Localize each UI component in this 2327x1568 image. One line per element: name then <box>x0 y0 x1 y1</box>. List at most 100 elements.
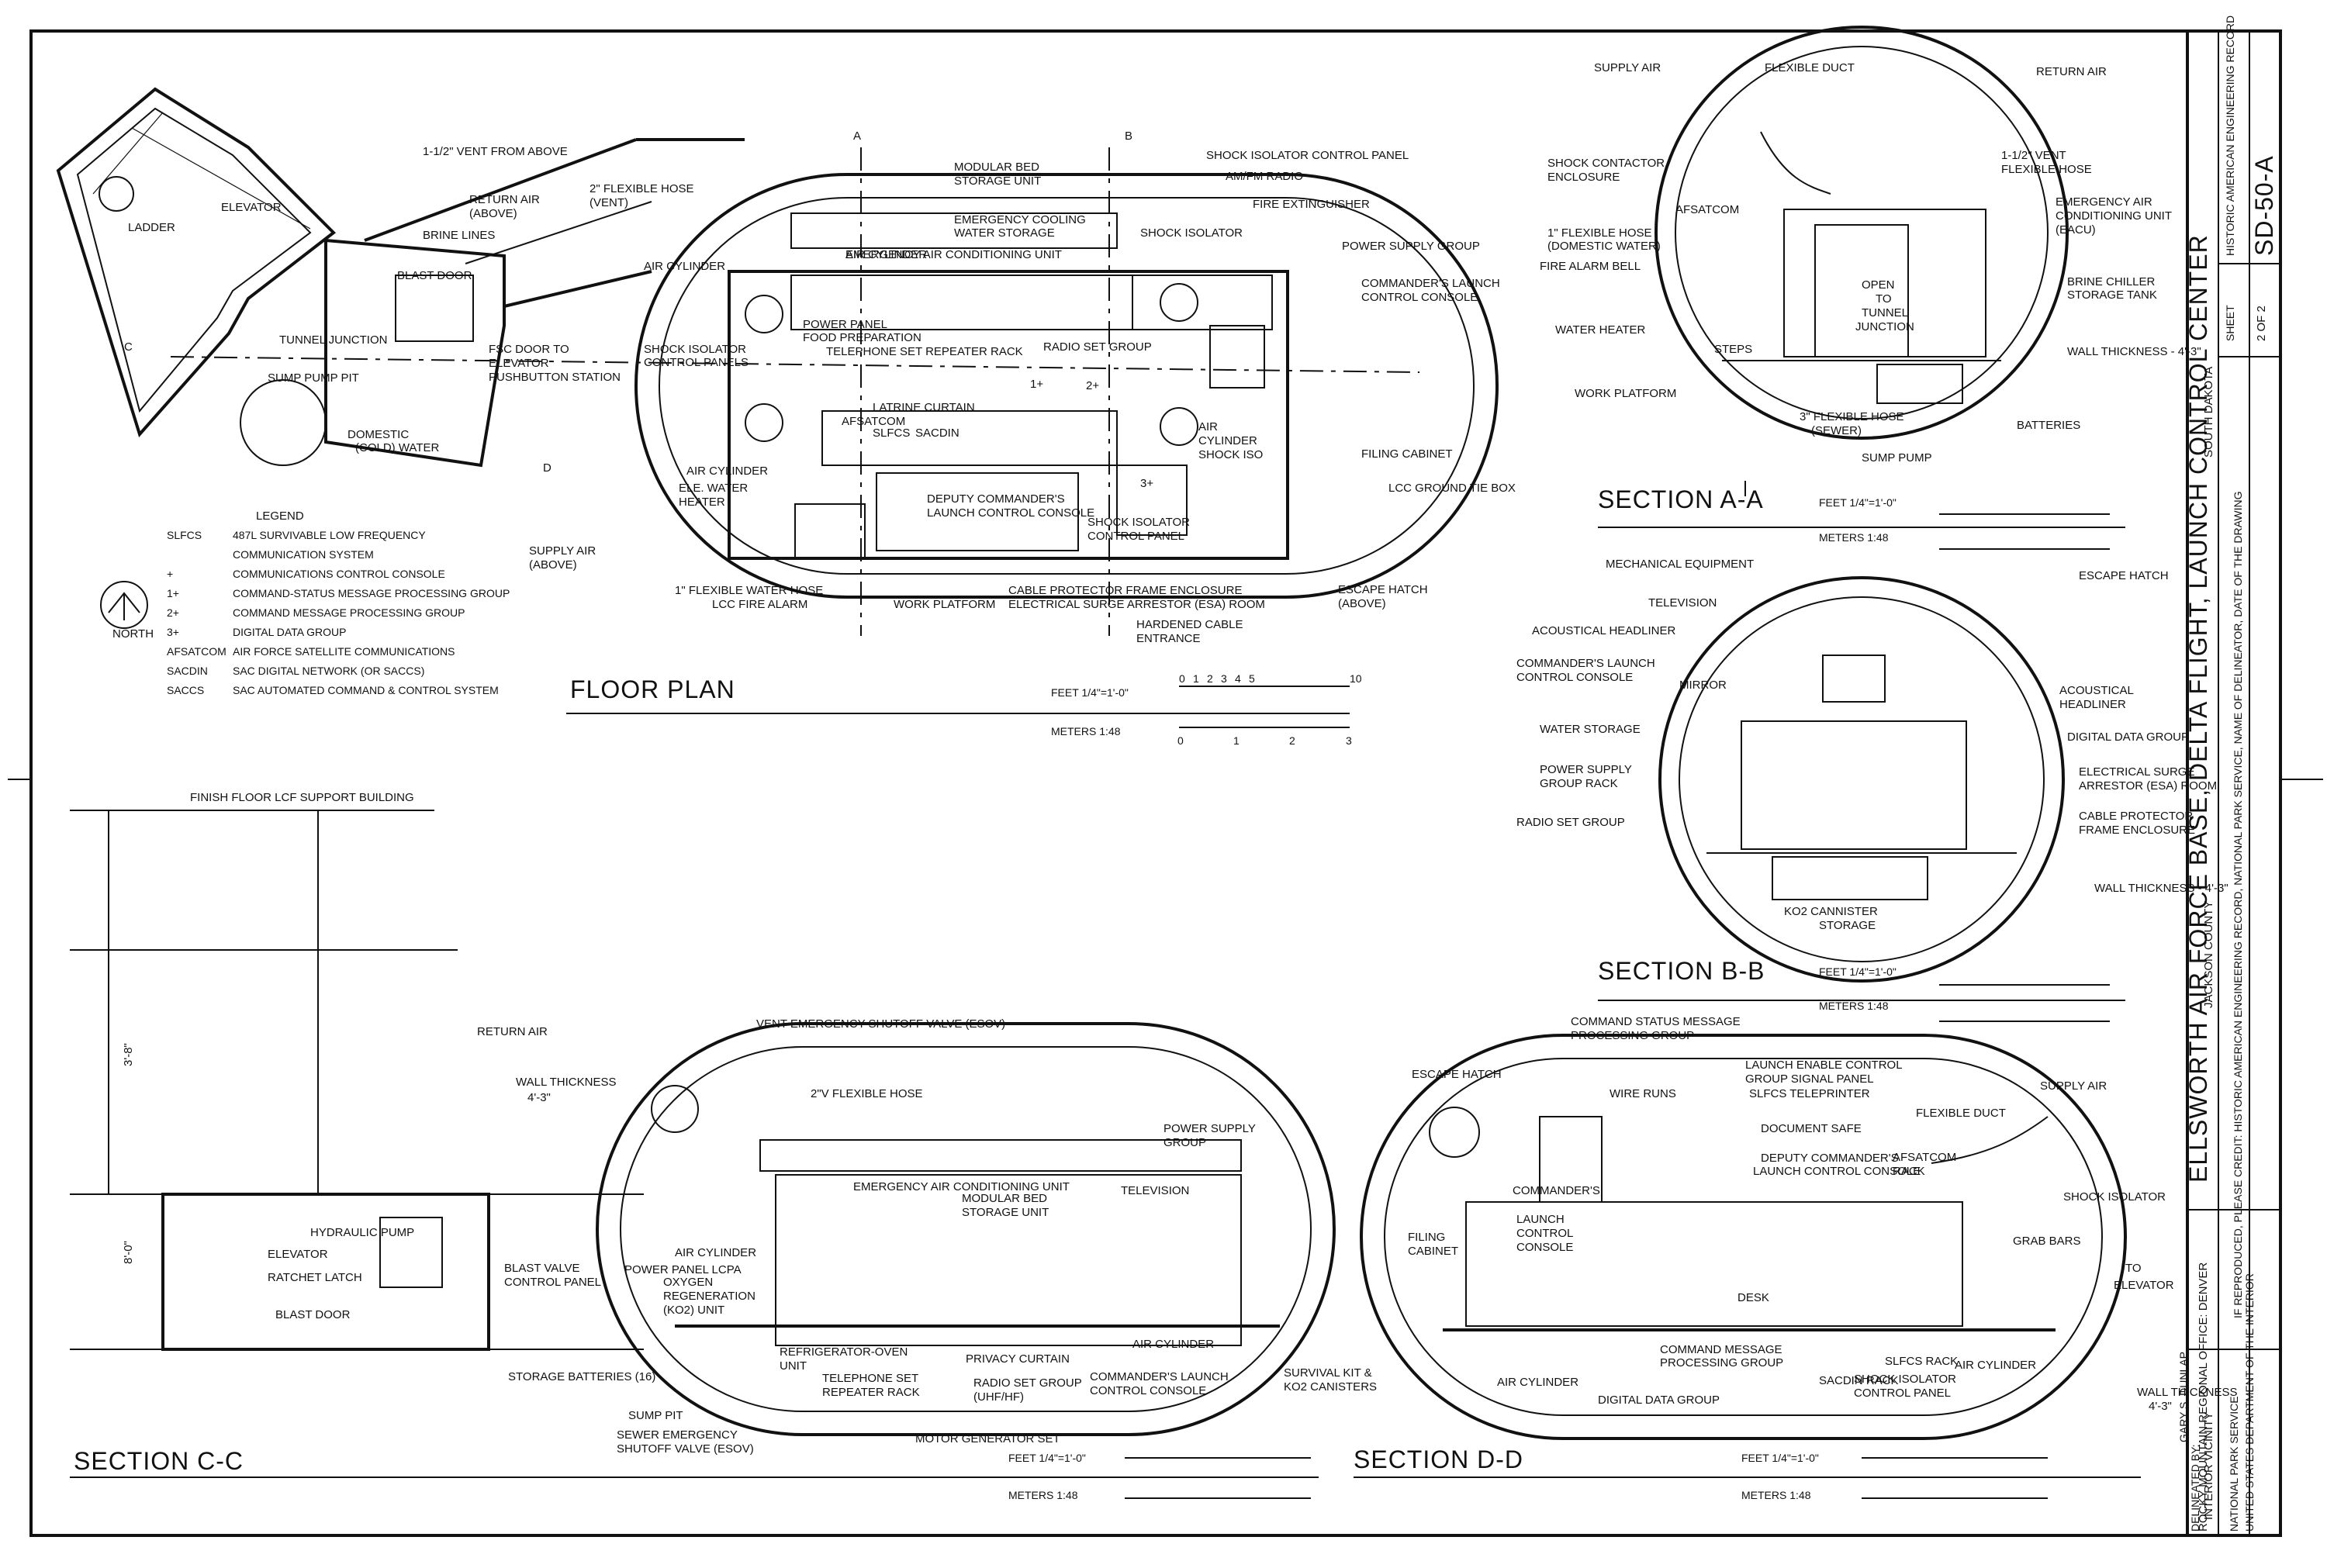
section-cc-title: SECTION C-C <box>74 1447 244 1475</box>
section-cc-label: PRIVACY CURTAIN <box>966 1352 1070 1366</box>
scale-tick-label: 2 <box>1289 734 1295 747</box>
floor-plan-label: FOOD PREPARATION <box>803 331 921 344</box>
floor-plan-label: ELEVATOR <box>221 201 282 214</box>
elevator-shaft-inner <box>76 107 312 413</box>
section-aa-scale-meters: METERS 1:48 <box>1819 531 1889 544</box>
section-dd-label: GROUP SIGNAL PANEL <box>1745 1072 1874 1086</box>
floor-plan-label: 1+ <box>1030 378 1043 391</box>
section-dd-label: ESCAPE HATCH <box>1412 1068 1502 1081</box>
section-dd-label: PROCESSING GROUP <box>1660 1356 1783 1369</box>
floor-plan-scale <box>566 686 1350 728</box>
floor-plan-label: (ABOVE) <box>529 558 577 572</box>
legend-desc: AIR FORCE SATELLITE COMMUNICATIONS <box>233 645 455 658</box>
floor-plan-label: LADDER <box>128 221 175 234</box>
section-cc-label: MODULAR BED <box>962 1192 1047 1205</box>
floor-plan-label: ENTRANCE <box>1136 632 1201 645</box>
section-dd-label: PROCESSING GROUP <box>1571 1029 1694 1042</box>
section-dd-label: CONSOLE <box>1516 1241 1573 1254</box>
floor-plan-label: SHOCK ISOLATOR <box>1087 516 1190 529</box>
legend-key: 2+ <box>167 606 179 619</box>
section-aa-label: FLEXIBLE HOSE <box>2001 163 2092 176</box>
section-dd-capsule-outer <box>1360 1034 2127 1440</box>
section-cc-label: POWER SUPPLY <box>1164 1122 1256 1135</box>
section-cc-label: TELEPHONE SET <box>822 1372 918 1385</box>
section-cc-label: RADIO SET GROUP <box>973 1376 1082 1390</box>
floor-plan-label: LCC FIRE ALARM <box>712 598 807 611</box>
floor-plan-label: CONTROL PANELS <box>644 356 749 369</box>
section-cc-label: CONTROL CONSOLE <box>1090 1384 1206 1397</box>
section-cc-label: BLAST VALVE <box>504 1262 580 1275</box>
section-dd-label: AIR CYLINDER <box>1955 1359 2036 1372</box>
floor-plan-label: BRINE LINES <box>423 229 495 242</box>
section-cc-capsule-outer <box>596 1022 1336 1436</box>
section-bb-label: GROUP RACK <box>1540 777 1618 790</box>
title-record-no: SD-50-A <box>2250 155 2278 256</box>
floor-plan-label: C <box>124 340 133 354</box>
title-location-right: SOUTH DAKOTA <box>2202 367 2215 458</box>
section-aa-title: SECTION A-A <box>1598 485 1764 513</box>
section-dd-label: AFSATCOM <box>1893 1151 1956 1164</box>
section-aa <box>1598 26 2125 550</box>
section-dd-label: WALL THICKNESS <box>2137 1386 2237 1399</box>
scale-tick-label: 5 <box>1249 672 1255 685</box>
section-bb-label: ACOUSTICAL HEADLINER <box>1532 624 1675 637</box>
section-bb-label: ELECTRICAL SURGE <box>2079 765 2194 779</box>
section-bb-label: POWER SUPPLY <box>1540 763 1632 776</box>
section-dd-title: SECTION D-D <box>1354 1445 1523 1473</box>
section-aa-outer <box>1654 26 2069 440</box>
section-bb-label: CABLE PROTECTOR <box>2079 810 2193 823</box>
title-delineated-label: DELINEATED BY: <box>2189 1444 2201 1532</box>
title-sheet-label: SHEET <box>2224 305 2236 341</box>
section-cc-label: GROUP <box>1164 1136 1206 1149</box>
section-dd-label: SLFCS RACK <box>1885 1355 1958 1368</box>
section-dd-capsule-inner <box>1384 1058 2103 1416</box>
floor-plan-label: LCC GROUND TIE BOX <box>1388 482 1516 495</box>
section-bb-label: DIGITAL DATA GROUP <box>2067 730 2189 744</box>
floor-plan-label: AM/FM RADIO <box>1226 170 1303 183</box>
floor-plan-label: HARDENED CABLE <box>1136 618 1243 631</box>
section-bb-scale-meters: METERS 1:48 <box>1819 1000 1889 1012</box>
section-dd-label: RACK <box>1893 1165 1925 1178</box>
floor-plan-label: CABLE PROTECTOR FRAME ENCLOSURE <box>1008 584 1242 597</box>
section-bb-label: STORAGE <box>1819 919 1876 932</box>
section-cc-label: POWER PANEL LCPA <box>624 1263 742 1276</box>
section-aa-scale-feet: FEET 1/4"=1'-0" <box>1819 496 1897 509</box>
floor-plan-label: SHOCK ISO <box>1198 448 1263 461</box>
floor-plan-label: CONTROL PANEL <box>1087 530 1184 543</box>
section-dd-scale-feet: FEET 1/4"=1'-0" <box>1741 1452 1819 1464</box>
scale-tick-label: 0 <box>1179 672 1185 685</box>
section-dd-scale <box>1354 1457 2141 1499</box>
section-aa-label: 1" FLEXIBLE HOSE <box>1547 226 1652 240</box>
legend-desc: COMMUNICATIONS CONTROL CONSOLE <box>233 568 445 580</box>
section-dd <box>1354 1034 2141 1499</box>
floor-plan-label: B <box>1125 130 1132 143</box>
section-aa-label: SHOCK CONTACTOR <box>1547 157 1665 170</box>
section-cc-label: STORAGE BATTERIES (16) <box>508 1370 655 1383</box>
title-delineator: GARY S. DUNLAP <box>2177 1352 2190 1442</box>
title-agency: HISTORIC AMERICAN ENGINEERING RECORD <box>2224 16 2236 256</box>
scale-tick-label: 0 <box>1177 734 1184 747</box>
sheet-border <box>29 29 2282 1537</box>
lcc-capsule-outer <box>634 173 1499 599</box>
floor-plan-scale-feet: FEET 1/4"=1'-0" <box>1051 686 1129 699</box>
section-cc-label: REPEATER RACK <box>822 1386 920 1399</box>
section-aa-label: SUMP PUMP <box>1862 451 1932 465</box>
flexible-duct-dd <box>1931 1116 2049 1164</box>
section-aa-label: (DOMESTIC WATER) <box>1547 240 1661 253</box>
floor-plan-label: SUMP PUMP PIT <box>268 371 359 385</box>
section-dd-label: DIGITAL DATA GROUP <box>1598 1394 1720 1407</box>
floor-plan-label: 2" FLEXIBLE HOSE <box>590 182 694 195</box>
section-dd-label: CONTROL PANEL <box>1854 1387 1951 1400</box>
floor-plan-label: (ABOVE) <box>469 207 517 220</box>
section-aa-label: WORK PLATFORM <box>1575 387 1676 400</box>
section-cc-label: REFRIGERATOR-OVEN <box>780 1345 908 1359</box>
section-bb-label: CONTROL CONSOLE <box>1516 671 1633 684</box>
title-nps-1: NATIONAL PARK SERVICE <box>2228 1396 2240 1532</box>
title-office: ROCKY MOUNTAIN REGIONAL OFFICE: DENVER <box>2197 1262 2210 1532</box>
section-cc-label: OXYGEN <box>663 1276 713 1289</box>
section-bb-label: FRAME ENCLOSURE <box>2079 824 2195 837</box>
section-dd-label: SHOCK ISOLATOR <box>2063 1190 2166 1204</box>
return-air-fitting <box>651 1085 699 1133</box>
